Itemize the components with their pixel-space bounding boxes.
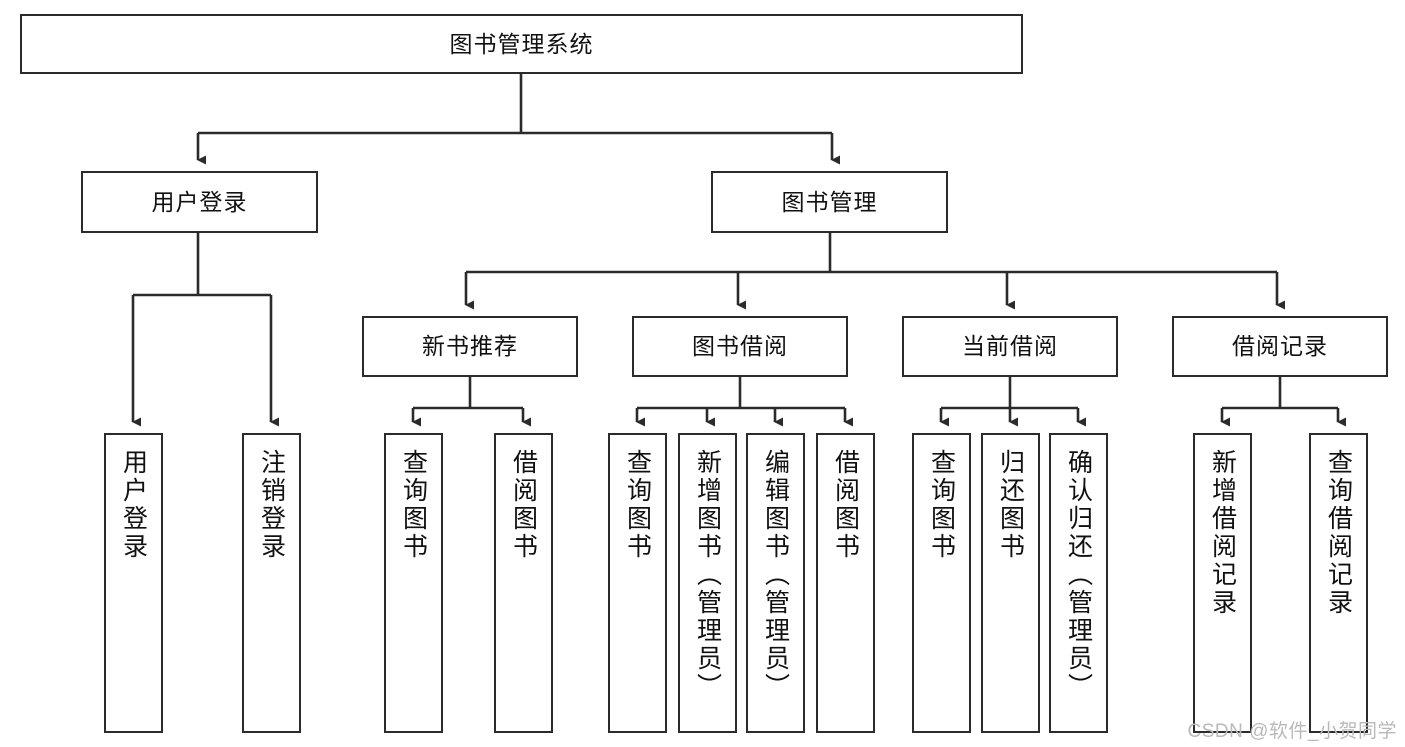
node-label: 用户登录 <box>151 188 248 215</box>
node-label: 确认归还（管理员） <box>1064 449 1093 701</box>
node-user-login[interactable]: 用户登录 <box>81 171 318 233</box>
node-leaf-query-book-current[interactable]: 查询图书 <box>912 433 971 733</box>
node-label: 编辑图书（管理员） <box>761 449 790 701</box>
node-root-system[interactable]: 图书管理系统 <box>20 14 1023 74</box>
node-leaf-edit-book-admin[interactable]: 编辑图书（管理员） <box>746 433 805 733</box>
node-leaf-borrow-book-recommend[interactable]: 借阅图书 <box>494 433 553 733</box>
node-leaf-add-borrow-record[interactable]: 新增借阅记录 <box>1193 433 1252 733</box>
node-label: 用户登录 <box>119 449 148 561</box>
node-current-borrow[interactable]: 当前借阅 <box>902 316 1118 377</box>
node-leaf-user-login[interactable]: 用户登录 <box>104 433 163 733</box>
node-leaf-query-borrow-record[interactable]: 查询借阅记录 <box>1309 433 1368 733</box>
node-leaf-confirm-return-admin[interactable]: 确认归还（管理员） <box>1049 433 1108 733</box>
node-label: 查询图书 <box>399 449 428 561</box>
node-label: 新书推荐 <box>422 333 518 360</box>
node-label: 查询图书 <box>927 449 956 561</box>
node-label: 查询图书 <box>623 449 652 561</box>
node-book-borrow[interactable]: 图书借阅 <box>632 316 848 377</box>
watermark-text: CSDN @软件_小贺同学 <box>1187 721 1397 742</box>
node-label: 借阅图书 <box>509 449 538 561</box>
node-label: 新增借阅记录 <box>1208 449 1237 617</box>
node-label: 借阅记录 <box>1232 333 1328 360</box>
node-label: 注销登录 <box>257 449 286 561</box>
node-leaf-return-book[interactable]: 归还图书 <box>981 433 1040 733</box>
node-label: 图书管理 <box>781 188 878 215</box>
node-label: 查询借阅记录 <box>1324 449 1353 617</box>
node-leaf-logout[interactable]: 注销登录 <box>242 433 301 733</box>
node-leaf-add-book-admin[interactable]: 新增图书（管理员） <box>678 433 737 733</box>
node-new-book-recommendation[interactable]: 新书推荐 <box>362 316 578 377</box>
node-label: 图书借阅 <box>692 333 788 360</box>
node-label: 归还图书 <box>996 449 1025 561</box>
node-borrow-record[interactable]: 借阅记录 <box>1172 316 1388 377</box>
node-label: 新增图书（管理员） <box>693 449 722 701</box>
node-book-management[interactable]: 图书管理 <box>711 171 948 233</box>
node-leaf-query-book-borrow[interactable]: 查询图书 <box>608 433 667 733</box>
node-leaf-query-book-recommend[interactable]: 查询图书 <box>384 433 443 733</box>
node-label: 当前借阅 <box>962 333 1058 360</box>
node-leaf-borrow-book-borrow[interactable]: 借阅图书 <box>816 433 875 733</box>
node-label: 借阅图书 <box>831 449 860 561</box>
node-label: 图书管理系统 <box>449 30 594 57</box>
